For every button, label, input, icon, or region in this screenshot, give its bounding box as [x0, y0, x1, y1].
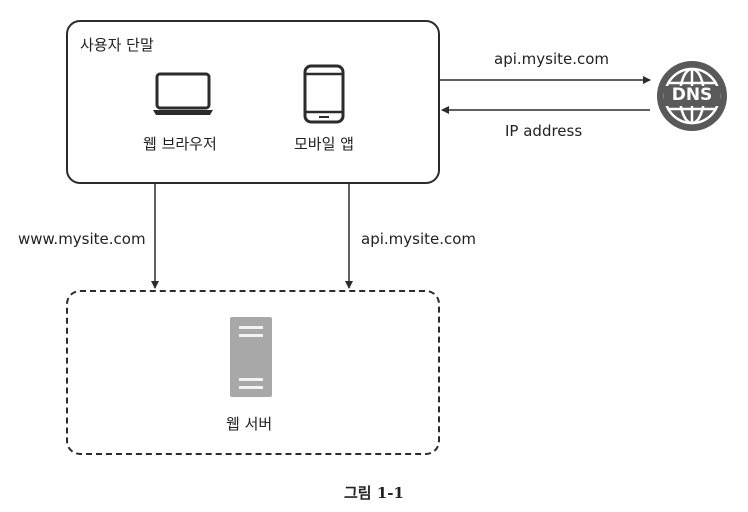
mobile-phone-icon [303, 64, 345, 124]
server-icon [230, 317, 272, 397]
api-domain-label: api.mysite.com [361, 230, 477, 248]
laptop-icon [153, 72, 213, 115]
web-server-box [66, 290, 440, 455]
web-server-label: 웹 서버 [226, 415, 273, 433]
dns-response-label: IP address [505, 122, 583, 140]
client-title: 사용자 단말 [80, 36, 154, 54]
mobile-app-label: 모바일 앱 [294, 135, 354, 153]
dns-globe-icon: DNS [654, 58, 730, 134]
web-domain-label: www.mysite.com [18, 230, 146, 248]
dns-request-label: api.mysite.com [494, 50, 610, 68]
web-browser-label: 웹 브라우저 [143, 135, 217, 153]
figure-caption: 그림 1-1 [344, 484, 404, 502]
client-device-box [66, 20, 440, 184]
dns-icon-text: DNS [671, 85, 713, 105]
